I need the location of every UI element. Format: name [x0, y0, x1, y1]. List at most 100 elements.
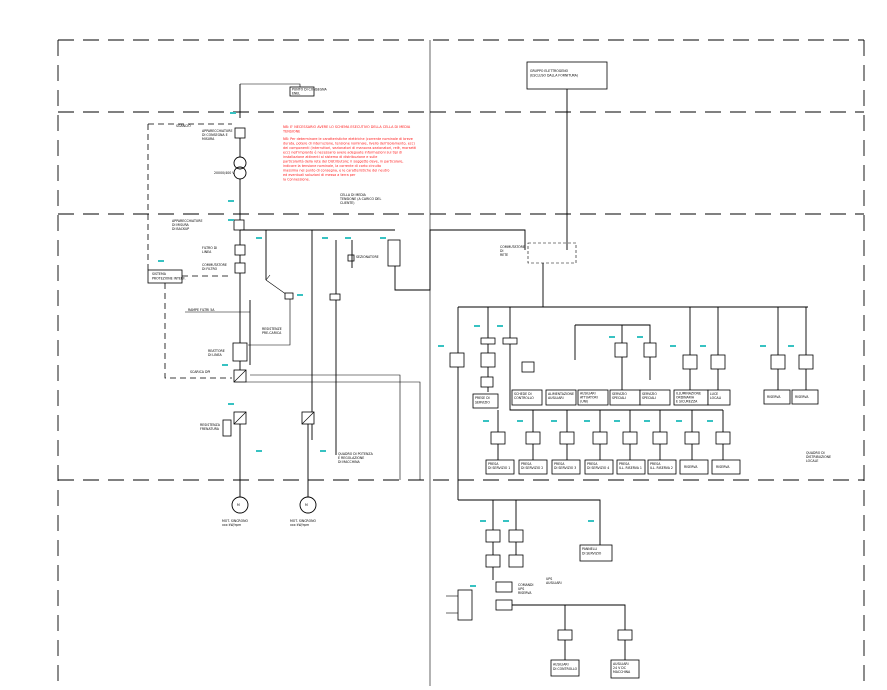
svg-text:COMANDI: COMANDI [518, 583, 534, 587]
svg-text:PRESA: PRESA [587, 462, 598, 466]
svg-text:PANNELLI: PANNELLI [582, 547, 597, 551]
svg-text:SEZIONATORE: SEZIONATORE [356, 255, 379, 259]
changeover: COMMUTATORE DI RETE [500, 242, 577, 307]
svg-text:ed eventuali soluzioni di mess: ed eventuali soluzioni di messa a terra … [283, 173, 356, 177]
svg-text:xxx kW/rpm: xxx kW/rpm [290, 523, 309, 527]
svg-text:AUSILIARI: AUSILIARI [548, 396, 564, 400]
svg-text:LUCE: LUCE [710, 392, 718, 396]
svg-text:AUSILIARI: AUSILIARI [613, 662, 629, 666]
svg-text:SPECIALI: SPECIALI [612, 396, 626, 400]
svg-text:DI SERVIZIO 4: DI SERVIZIO 4 [587, 466, 609, 470]
cell-note: CELLA DI MEDIA TENSIONE (A CARICO DEL CL… [339, 193, 381, 205]
svg-text:MOT. SINCRONO: MOT. SINCRONO [290, 519, 317, 523]
svg-text:la Connessione.: la Connessione. [283, 178, 310, 182]
svg-text:RISERVA: RISERVA [767, 395, 781, 399]
svg-text:RETE: RETE [500, 253, 508, 257]
svg-text:E REGOLAZIONE: E REGOLAZIONE [338, 456, 364, 460]
svg-text:RISERVA: RISERVA [518, 591, 532, 595]
svg-text:COMMUTATORE: COMMUTATORE [500, 245, 525, 249]
svg-text:ATTUATORI: ATTUATORI [580, 396, 598, 400]
svg-text:NB: Per determinare le caratte: NB: Per determinare le caratteristiche e… [283, 137, 413, 141]
svg-text:M: M [237, 503, 240, 507]
svg-text:24 V DC: 24 V DC [613, 666, 627, 670]
svg-text:REATTORE: REATTORE [208, 349, 225, 353]
svg-text:MOT. SINCRONO: MOT. SINCRONO [222, 519, 249, 523]
ups-section: PANNELLI DI SERVIZIO COMANDI UPS RISERVA… [446, 499, 640, 679]
svg-text:DI SERVIZIO 2: DI SERVIZIO 2 [521, 466, 543, 470]
svg-text:DI SERVIZIO 1: DI SERVIZIO 1 [488, 466, 510, 470]
svg-text:LINEA: LINEA [202, 250, 212, 254]
svg-text:CLIENTE): CLIENTE) [340, 201, 355, 205]
svg-text:TENSIONE: TENSIONE [282, 130, 300, 134]
svg-text:QUADRO DI POTENZA: QUADRO DI POTENZA [338, 452, 374, 456]
svg-text:NB: E' NECESSARIO AVERE LO SCH: NB: E' NECESSARIO AVERE LO SCHEMA ESECUT… [283, 125, 411, 129]
svg-text:(ESCLUSO DALLA FORNITURA): (ESCLUSO DALLA FORNITURA) [530, 74, 578, 78]
svg-text:PRE-CARICA: PRE-CARICA [262, 331, 282, 335]
svg-text:RISERVA: RISERVA [716, 465, 730, 469]
svg-text:DISTRIBUZIONE: DISTRIBUZIONE [806, 455, 831, 459]
svg-text:SISTEMA: SISTEMA [152, 272, 167, 276]
svg-text:DI CONSEGNA E: DI CONSEGNA E [202, 133, 228, 137]
svg-text:E SICUREZZA: E SICUREZZA [676, 400, 698, 404]
svg-text:ILLUMINAZIONE: ILLUMINAZIONE [676, 392, 701, 396]
svg-text:SPECIALI: SPECIALI [642, 396, 656, 400]
svg-text:SCARICA DPI: SCARICA DPI [190, 370, 210, 374]
svg-text:PRESA: PRESA [488, 462, 499, 466]
svg-text:ORDINARIA: ORDINARIA [676, 396, 695, 400]
svg-text:AUSILIARI: AUSILIARI [553, 663, 569, 667]
svg-text:PRESA: PRESA [619, 462, 630, 466]
svg-text:DI SERVIZIO: DI SERVIZIO [582, 552, 602, 556]
svg-text:DI MACCHINA: DI MACCHINA [338, 460, 360, 464]
svg-text:AUSILIARI: AUSILIARI [546, 581, 562, 585]
svg-text:RESISTENZE: RESISTENZE [262, 327, 282, 331]
svg-text:UPS: UPS [518, 587, 524, 591]
svg-text:PRESE DI: PRESE DI [475, 396, 490, 400]
svg-text:PRESA: PRESA [521, 462, 532, 466]
feeders-row: PRESA DI SERVIZIO 1 PRESA DI SERVIZIO 2 … [483, 410, 831, 475]
svg-text:RISERVA: RISERVA [684, 465, 698, 469]
svg-text:TENSIONE (A CARICO DEL: TENSIONE (A CARICO DEL [339, 197, 381, 201]
svg-text:dei componenti (interruttori,: dei componenti (interruttori, sezionator… [283, 146, 416, 150]
svg-text:ALIMENTAZIONE: ALIMENTAZIONE [548, 392, 574, 396]
svg-text:M: M [305, 503, 308, 507]
svg-text:CONTROLLO: CONTROLLO [514, 396, 534, 400]
svg-text:DI MISURA: DI MISURA [172, 223, 190, 227]
svg-text:DI: DI [500, 249, 503, 253]
right-loads-top: PRESE DI SERVIZIO SCHEDE DI CONTROLLO AL… [472, 389, 819, 409]
svg-text:QUADRO DI: QUADRO DI [806, 451, 825, 455]
right-busbar [438, 306, 814, 500]
svg-text:UPS: UPS [546, 577, 552, 581]
svg-text:particolarità della rete del D: particolarità della rete del Distributor… [283, 160, 403, 164]
svg-text:MISURA: MISURA [202, 137, 215, 141]
svg-text:(UNI): (UNI) [580, 400, 588, 404]
svg-text:SCHEDE DI: SCHEDE DI [514, 392, 532, 396]
generator: GRUPPO ELETTROGENO (ESCLUSO DALLA FORNIT… [526, 61, 608, 250]
svg-text:SERVIZIO: SERVIZIO [642, 392, 657, 396]
svg-text:DI CONTROLLO: DI CONTROLLO [553, 667, 578, 671]
svg-text:APPARECCHIATURE: APPARECCHIATURE [202, 129, 232, 133]
svg-text:SERVIZIO: SERVIZIO [612, 392, 627, 396]
svg-text:ecc) nell'impianto è necessari: ecc) nell'impianto è necessario avere ad… [283, 151, 402, 155]
svg-text:FRENATURA: FRENATURA [200, 427, 220, 431]
svg-text:FILTRO DI: FILTRO DI [202, 246, 217, 250]
svg-text:PRESA: PRESA [650, 462, 661, 466]
left-busbar: M M MOT. SINCRONO xxx kW/rpm MOT. SINCRO… [158, 112, 526, 527]
svg-text:DI FILTRO: DI FILTRO [202, 267, 218, 271]
mv-incoming: PUNTO DI CONSEGNA ENEL 20000/400 V [214, 83, 328, 230]
svg-text:SERVIZIO: SERVIZIO [475, 401, 490, 405]
svg-text:PRESA: PRESA [554, 462, 565, 466]
svg-text:SGANCIO: SGANCIO [176, 124, 191, 128]
svg-text:durata, potere di interruzione: durata, potere di interruzione, tensione… [283, 142, 416, 146]
svg-text:xxx kW/rpm: xxx kW/rpm [222, 523, 241, 527]
connection-point-label: PUNTO DI CONSEGNA [292, 88, 328, 92]
svg-text:massima nel punto di consegna,: massima nel punto di consegna, e le cara… [283, 169, 390, 173]
svg-text:LOCALI: LOCALI [710, 396, 721, 400]
svg-text:DI LINEA: DI LINEA [208, 353, 223, 357]
svg-text:MACCHINA: MACCHINA [613, 670, 631, 674]
svg-text:LOCALE: LOCALE [806, 459, 818, 463]
svg-text:CELLA DI MEDIA: CELLA DI MEDIA [340, 193, 367, 197]
svg-text:indicare la tensione nominale,: indicare la tensione nominale, la corren… [283, 164, 381, 168]
svg-text:PROTEZIONE INTERF.: PROTEZIONE INTERF. [152, 277, 185, 281]
